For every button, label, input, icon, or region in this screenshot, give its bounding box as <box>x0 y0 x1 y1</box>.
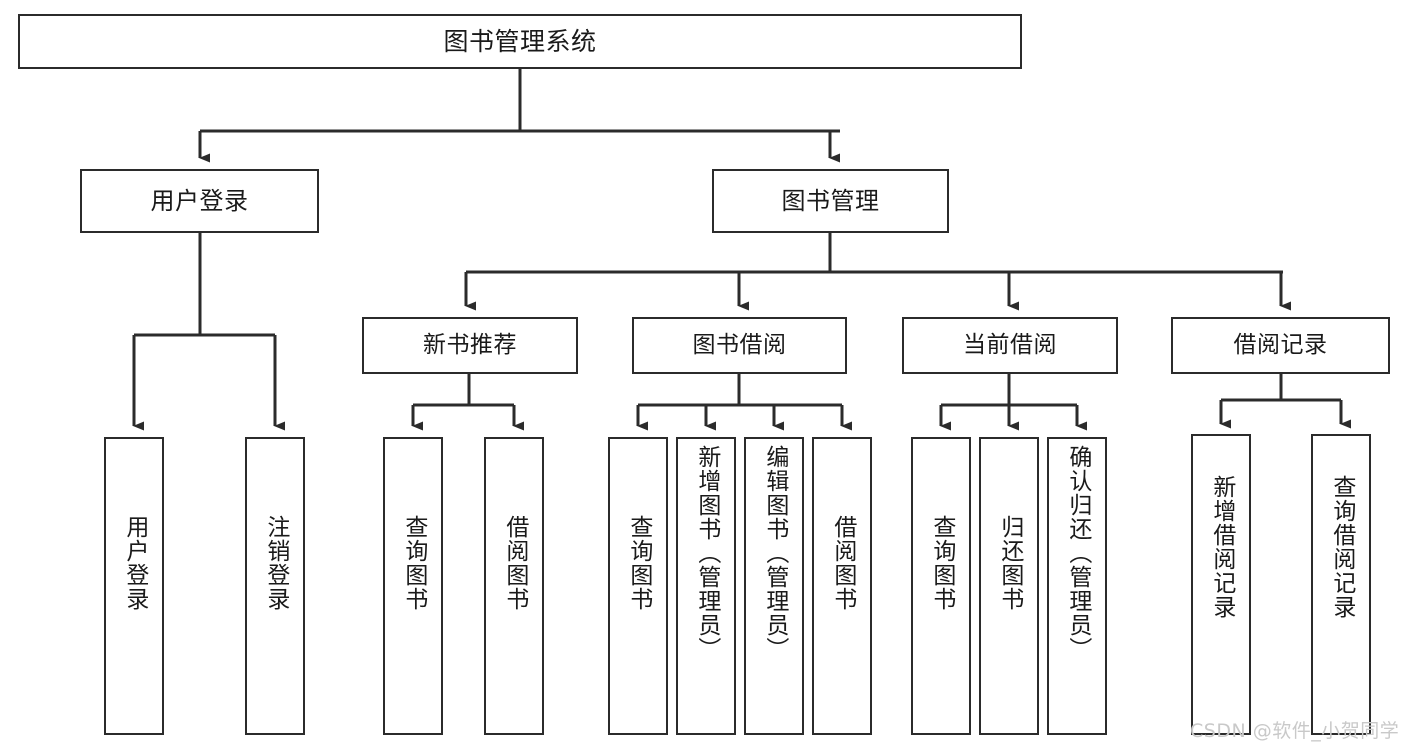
node-leaf-confirm-return-admin[interactable]: 确认归还（管理员） <box>1047 437 1107 735</box>
node-leaf-edit-book-admin[interactable]: 编辑图书（管理员） <box>744 437 804 735</box>
node-label: 新书推荐 <box>423 331 517 358</box>
node-label: 查询图书 <box>400 515 427 611</box>
node-leaf-user-login[interactable]: 用户登录 <box>104 437 164 735</box>
node-label: 借阅记录 <box>1233 331 1328 358</box>
node-book-management[interactable]: 图书管理 <box>712 169 949 233</box>
node-label: 借阅图书 <box>829 515 856 611</box>
node-leaf-query-book-current[interactable]: 查询图书 <box>911 437 971 735</box>
node-leaf-logout-login[interactable]: 注销登录 <box>245 437 305 735</box>
node-label: 编辑图书（管理员） <box>761 445 788 661</box>
node-label: 新增图书（管理员） <box>693 445 720 661</box>
node-label: 归还图书 <box>996 515 1023 611</box>
node-label: 查询图书 <box>928 515 955 611</box>
node-borrow-record[interactable]: 借阅记录 <box>1171 317 1390 374</box>
node-leaf-add-book-admin[interactable]: 新增图书（管理员） <box>676 437 736 735</box>
node-root-book-management-system[interactable]: 图书管理系统 <box>18 14 1022 69</box>
node-leaf-query-book-recommend[interactable]: 查询图书 <box>383 437 443 735</box>
node-label: 图书管理系统 <box>443 26 597 56</box>
node-label: 借阅图书 <box>501 515 528 611</box>
node-leaf-return-book[interactable]: 归还图书 <box>979 437 1039 735</box>
csdn-watermark: CSDN @软件_小贺同学 <box>1190 720 1400 742</box>
node-label: 当前借阅 <box>963 331 1057 358</box>
node-book-borrow[interactable]: 图书借阅 <box>632 317 847 374</box>
node-leaf-query-borrow-record[interactable]: 查询借阅记录 <box>1311 434 1371 735</box>
node-leaf-query-book-borrow[interactable]: 查询图书 <box>608 437 668 735</box>
node-leaf-borrow-book-recommend[interactable]: 借阅图书 <box>484 437 544 735</box>
node-label: 图书管理 <box>781 186 880 215</box>
node-label: 确认归还（管理员） <box>1064 445 1091 661</box>
node-label: 用户登录 <box>121 515 148 611</box>
node-label: 查询图书 <box>625 515 652 611</box>
node-user-login[interactable]: 用户登录 <box>80 169 319 233</box>
node-label: 查询借阅记录 <box>1328 475 1355 619</box>
node-label: 注销登录 <box>262 515 289 611</box>
node-label: 新增借阅记录 <box>1208 475 1235 619</box>
node-label: 用户登录 <box>150 186 249 215</box>
node-leaf-add-borrow-record[interactable]: 新增借阅记录 <box>1191 434 1251 735</box>
node-leaf-borrow-book-borrow[interactable]: 借阅图书 <box>812 437 872 735</box>
node-current-borrow[interactable]: 当前借阅 <box>902 317 1118 374</box>
node-new-book-recommend[interactable]: 新书推荐 <box>362 317 578 374</box>
node-label: 图书借阅 <box>692 331 787 358</box>
